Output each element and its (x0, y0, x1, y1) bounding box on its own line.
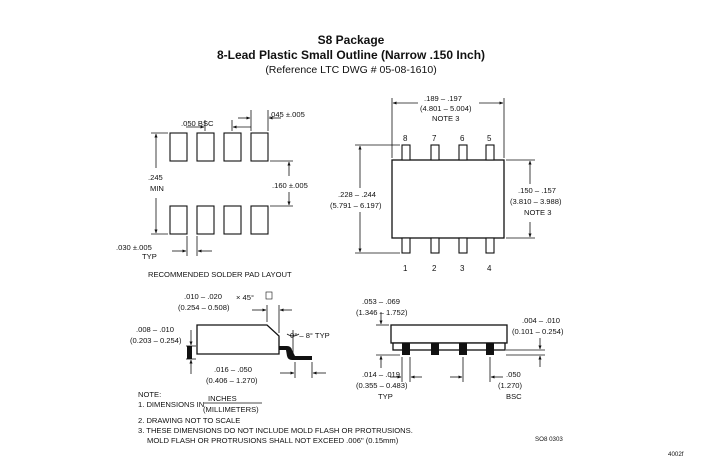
note-1-prefix: 1. DIMENSIONS IN (138, 400, 204, 409)
solder-pad (169, 205, 188, 235)
top-pad-row (169, 132, 269, 162)
lead-pitch-inch: .050 (506, 370, 521, 379)
solder-pad (223, 205, 242, 235)
pad-pitch-label: .050 BSC (181, 119, 214, 128)
note-1-denominator: (MILLIMETERS) (203, 405, 259, 414)
chamfer-symbol (265, 291, 273, 300)
package-lead (458, 237, 468, 254)
package-subtitle: 8-Lead Plastic Small Outline (Narrow .15… (216, 48, 486, 62)
solder-pad (196, 132, 215, 162)
package-top-view: 8 7 6 5 1 2 3 4 .189 – .197 (4.801 – 5.0… (330, 94, 562, 273)
package-height-inch: .053 – .069 (362, 297, 400, 306)
end-lead (431, 343, 439, 355)
gull-wing-lead (279, 346, 312, 360)
notes-heading: NOTE: (138, 390, 161, 399)
end-body-lower (392, 342, 506, 351)
end-lead (402, 343, 410, 355)
pin-number-8: 8 (403, 134, 408, 143)
lead-angle-label: 0° – 8° TYP (290, 331, 330, 340)
end-body-upper (390, 324, 508, 344)
body-width-inch: .150 – .157 (518, 186, 556, 195)
solder-pad (169, 132, 188, 162)
solder-pad (250, 132, 269, 162)
lead-pitch-mm: (1.270) (498, 381, 523, 390)
solder-pad-layout: .050 BSC .045 ±.005 .245 MIN .160 ±.005 (116, 110, 308, 279)
solder-pad (250, 205, 269, 235)
package-lead (430, 237, 440, 254)
lead-thickness-mm: (0.203 – 0.254) (130, 336, 182, 345)
chamfer-mm: (0.254 – 0.508) (178, 303, 230, 312)
end-view-leads (402, 343, 494, 355)
solder-pad (196, 205, 215, 235)
drawing-code: SO8 0303 (535, 436, 563, 443)
overall-width-inch: .228 – .244 (338, 190, 376, 199)
pin-number-2: 2 (432, 264, 437, 273)
pin-number-6: 6 (460, 134, 465, 143)
note-1-numerator: INCHES (208, 394, 237, 403)
notes-block: NOTE: 1. DIMENSIONS IN INCHES (MILLIMETE… (138, 390, 563, 445)
note-3-line-1: 3. THESE DIMENSIONS DO NOT INCLUDE MOLD … (138, 426, 413, 435)
package-title: S8 Package (317, 33, 385, 47)
lead-width-inch: .014 – .019 (362, 370, 400, 379)
package-lead (430, 144, 440, 161)
standoff-mm: (0.101 – 0.254) (512, 327, 564, 336)
pad-length-label: .160 ±.005 (272, 181, 308, 190)
package-lead (401, 144, 411, 161)
solder-pad-caption: RECOMMENDED SOLDER PAD LAYOUT (148, 270, 292, 279)
pad-gap-label: .030 ±.005 (116, 243, 152, 252)
overall-width-mm: (5.791 – 6.197) (330, 201, 382, 210)
body-width-note: NOTE 3 (524, 208, 551, 217)
body-length-inch: .189 – .197 (424, 94, 462, 103)
solder-pad (223, 132, 242, 162)
body-length-note: NOTE 3 (432, 114, 459, 123)
pin-number-1: 1 (403, 264, 408, 273)
package-end-view: .053 – .069 (1.346 – 1.752) .004 – .010 … (356, 297, 564, 401)
package-side-view: .010 – .020 (0.254 – 0.508) × 45° .008 –… (130, 291, 330, 385)
body-length-mm: (4.801 – 5.004) (420, 104, 472, 113)
top-leads (401, 144, 495, 161)
chamfer-inch: .010 – .020 (184, 292, 222, 301)
bottom-leads (401, 237, 495, 254)
note-2: 2. DRAWING NOT TO SCALE (138, 416, 240, 425)
foot-length-mm: (0.406 – 1.270) (206, 376, 258, 385)
foot-length-inch: .016 – .050 (214, 365, 252, 374)
package-height-mm: (1.346 – 1.752) (356, 308, 408, 317)
pad-gap-typ-label: TYP (142, 252, 157, 261)
end-lead (459, 343, 467, 355)
pin-number-4: 4 (487, 264, 492, 273)
package-reference: (Reference LTC DWG # 05-08-1610) (265, 64, 437, 76)
lead-pitch-bsc: BSC (506, 392, 522, 401)
package-lead (401, 237, 411, 254)
lead-thickness-inch: .008 – .010 (136, 325, 174, 334)
end-lead (486, 343, 494, 355)
standoff-inch: .004 – .010 (522, 316, 560, 325)
page-code: 4002f (668, 451, 684, 458)
pin-number-7: 7 (432, 134, 437, 143)
lead-width-typ: TYP (378, 392, 393, 401)
package-body-outline (391, 159, 505, 239)
package-lead (485, 144, 495, 161)
pad-width-label: .045 ±.005 (269, 110, 305, 119)
row-span-label: .245 (148, 173, 163, 182)
chamfer-angle: × 45° (236, 293, 254, 302)
row-span-min-label: MIN (150, 184, 164, 193)
body-width-mm: (3.810 – 3.988) (510, 197, 562, 206)
pin-number-3: 3 (460, 264, 465, 273)
pin-number-5: 5 (487, 134, 492, 143)
lead-width-mm: (0.355 – 0.483) (356, 381, 408, 390)
package-lead (485, 237, 495, 254)
side-lead-left (187, 346, 192, 359)
bottom-pad-row (169, 205, 269, 235)
note-3-line-2: MOLD FLASH OR PROTRUSIONS SHALL NOT EXCE… (147, 436, 399, 445)
package-lead (458, 144, 468, 161)
side-body-outline (196, 324, 280, 355)
